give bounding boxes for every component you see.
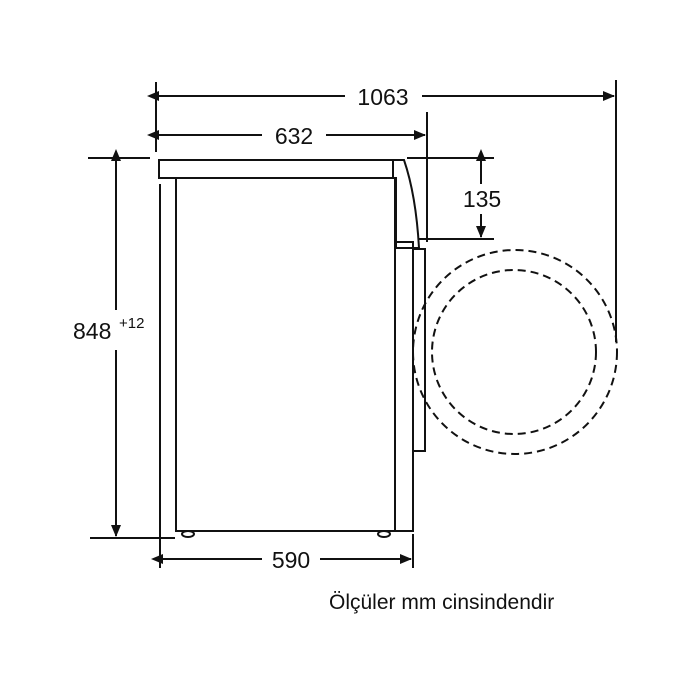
door-swing-outer-circle bbox=[412, 249, 618, 455]
dim-label-848: 848 bbox=[73, 318, 111, 344]
dim-label-1063: 1063 bbox=[357, 84, 408, 110]
machine-top-panel bbox=[158, 159, 394, 179]
machine-foot-front bbox=[377, 530, 391, 538]
door-swing-inner-circle bbox=[431, 269, 597, 435]
dim-label-590: 590 bbox=[272, 547, 310, 573]
dim-label-135: 135 bbox=[463, 186, 501, 212]
machine-foot-rear bbox=[181, 530, 195, 538]
units-footnote: Ölçüler mm cinsindendir bbox=[329, 591, 555, 614]
machine-front-panel bbox=[394, 241, 414, 532]
machine-control-panel bbox=[393, 159, 421, 249]
dim-label-848-tolerance: +12 bbox=[119, 315, 144, 332]
machine-door bbox=[412, 248, 426, 452]
machine-body bbox=[175, 177, 396, 532]
dim-label-632: 632 bbox=[275, 123, 313, 149]
